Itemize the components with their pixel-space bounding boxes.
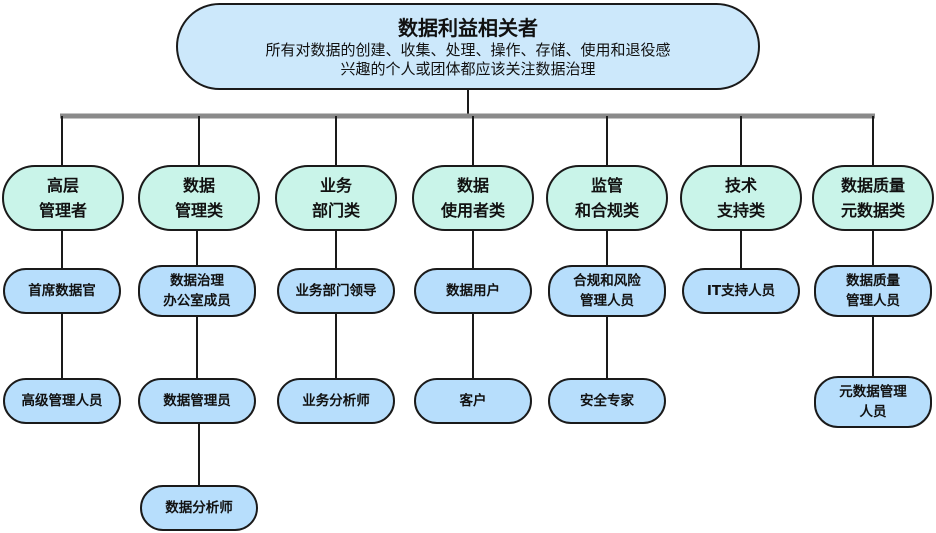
category-label: 数据 使用者类 xyxy=(440,176,505,220)
role-node-governance-office-member: 数据治理 办公室成员 xyxy=(138,265,256,317)
category-node-business-units: 业务 部门类 xyxy=(275,165,397,231)
role-node-it-support: IT支持人员 xyxy=(682,268,800,314)
root-title: 数据利益相关者 xyxy=(398,15,538,40)
category-label: 高层 管理者 xyxy=(38,176,87,220)
category-label: 技术 支持类 xyxy=(716,176,765,220)
role-node-compliance-risk-manager: 合规和风险 管理人员 xyxy=(548,265,666,317)
category-label: 业务 部门类 xyxy=(311,176,360,220)
role-label: 首席数据官 xyxy=(28,283,96,299)
role-label: 数据治理 办公室成员 xyxy=(163,273,231,309)
role-label: 合规和风险 管理人员 xyxy=(573,273,641,309)
category-label: 数据质量 元数据类 xyxy=(840,176,905,220)
role-node-data-user: 数据用户 xyxy=(414,268,532,314)
category-node-data-quality-metadata: 数据质量 元数据类 xyxy=(812,165,934,231)
role-label: 数据质量 管理人员 xyxy=(846,273,900,309)
category-node-data-consumers: 数据 使用者类 xyxy=(412,165,534,231)
role-node-metadata-manager: 元数据管理 人员 xyxy=(814,376,932,428)
role-node-business-analyst: 业务分析师 xyxy=(277,378,395,424)
role-label: 元数据管理 人员 xyxy=(839,384,907,420)
category-label: 监管 和合规类 xyxy=(574,176,639,220)
role-label: 安全专家 xyxy=(580,393,634,409)
root-node: 数据利益相关者 所有对数据的创建、收集、处理、操作、存储、使用和退役感 兴趣的个… xyxy=(176,3,760,90)
role-node-security-expert: 安全专家 xyxy=(548,378,666,424)
role-node-cdo: 首席数据官 xyxy=(3,268,121,314)
category-node-data-management: 数据 管理类 xyxy=(138,165,260,231)
role-label: 数据用户 xyxy=(446,283,500,299)
category-label: 数据 管理类 xyxy=(174,176,223,220)
category-node-senior-management: 高层 管理者 xyxy=(2,165,124,231)
root-description: 所有对数据的创建、收集、处理、操作、存储、使用和退役感 兴趣的个人或团体都应该关… xyxy=(265,40,671,78)
role-label: 客户 xyxy=(459,393,487,409)
category-node-technical-support: 技术 支持类 xyxy=(680,165,802,231)
role-label: IT支持人员 xyxy=(706,283,776,299)
role-label: 数据管理员 xyxy=(163,393,231,409)
role-node-customer: 客户 xyxy=(414,378,532,424)
role-label: 业务分析师 xyxy=(302,393,370,409)
role-label: 业务部门领导 xyxy=(295,283,377,299)
role-node-data-quality-manager: 数据质量 管理人员 xyxy=(814,265,932,317)
category-node-regulatory-compliance: 监管 和合规类 xyxy=(546,165,668,231)
role-node-business-leader: 业务部门领导 xyxy=(277,268,395,314)
role-node-data-analyst: 数据分析师 xyxy=(140,485,258,531)
role-label: 高级管理人员 xyxy=(21,393,103,409)
role-node-data-steward: 数据管理员 xyxy=(138,378,256,424)
role-label: 数据分析师 xyxy=(165,500,233,516)
role-node-senior-executives: 高级管理人员 xyxy=(3,378,121,424)
